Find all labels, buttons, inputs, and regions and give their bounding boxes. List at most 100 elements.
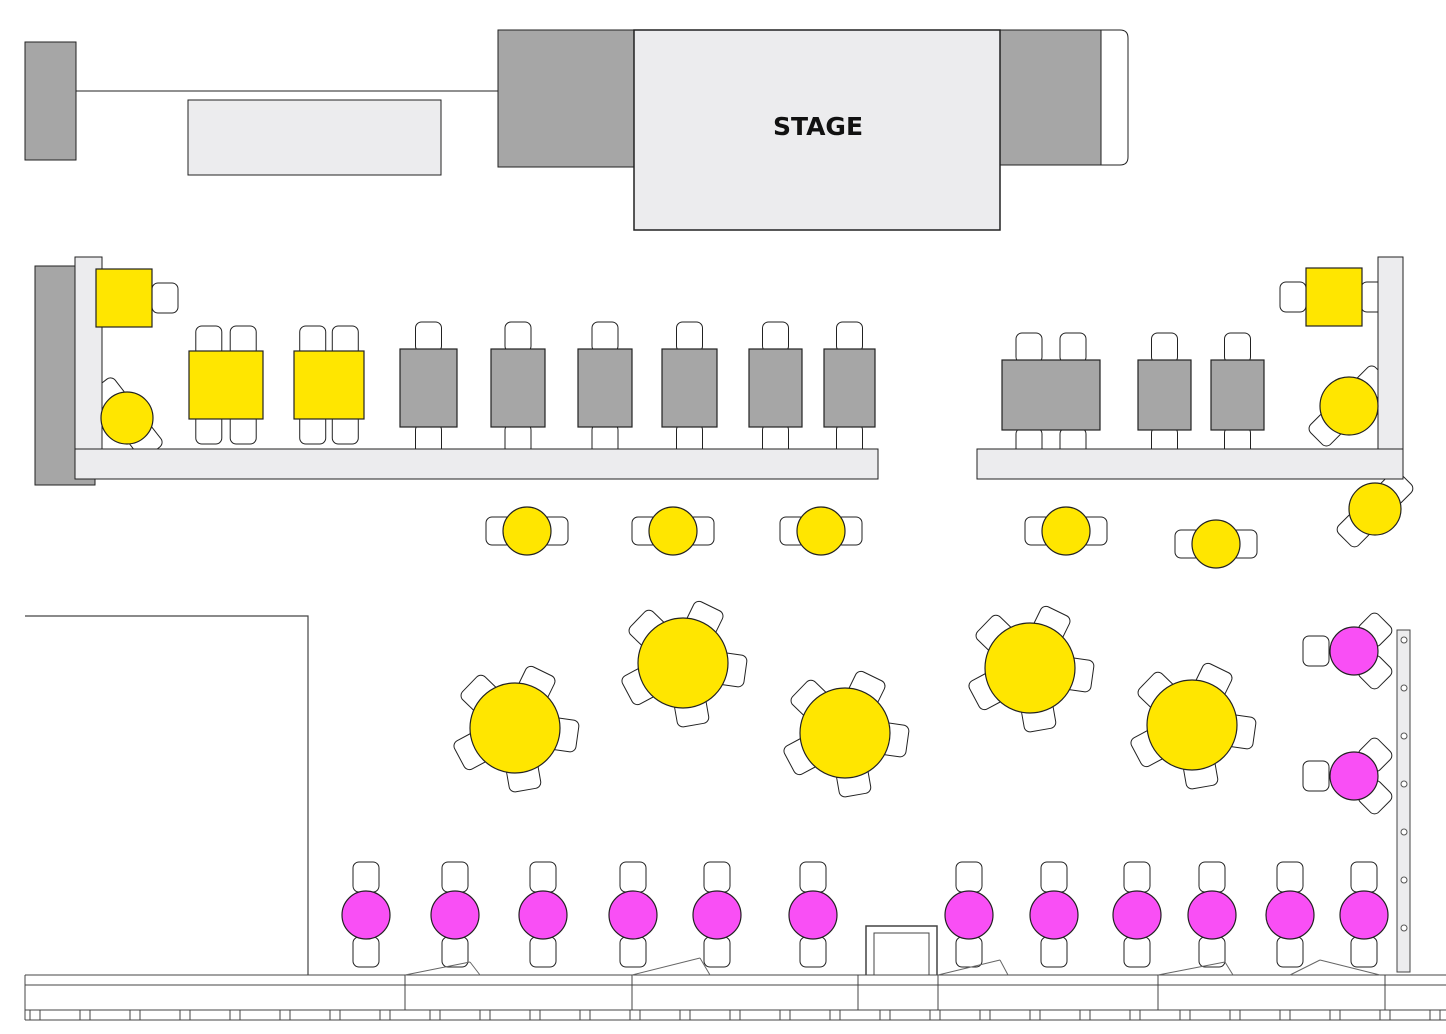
wall-stud <box>1400 732 1408 740</box>
rect-table-gray <box>577 348 633 428</box>
wall-stud <box>1029 1009 1041 1021</box>
square-table-yellow <box>95 268 153 328</box>
chair <box>1198 861 1226 893</box>
wall-stud <box>979 1009 991 1021</box>
round-table-yellow-small <box>100 391 154 445</box>
square-table-yellow <box>293 350 365 420</box>
wall-stud <box>679 1009 691 1021</box>
round-table-pink <box>788 890 838 940</box>
chair <box>619 861 647 893</box>
round-table-pink <box>1029 890 1079 940</box>
chair <box>1040 861 1068 893</box>
bar-counter <box>187 99 442 176</box>
rect-table-gray <box>490 348 546 428</box>
tables-layer <box>95 267 1402 940</box>
wall-stud <box>379 1009 391 1021</box>
chair <box>619 936 647 968</box>
chair <box>955 861 983 893</box>
chair <box>352 936 380 968</box>
rect-table-gray <box>1001 359 1101 431</box>
wall-stud <box>1400 924 1408 932</box>
chair <box>1151 332 1178 364</box>
wall-stud <box>929 1009 941 1021</box>
round-table-pink <box>608 890 658 940</box>
stage <box>633 29 1001 231</box>
round-table-yellow-large <box>1146 679 1238 771</box>
round-table-pink <box>1329 751 1379 801</box>
rect-table-gray <box>1137 359 1192 431</box>
round-table-pink <box>1339 890 1389 940</box>
entrance-outer <box>865 925 938 975</box>
round-table-yellow-small <box>1191 519 1241 569</box>
chair <box>703 936 731 968</box>
side-room-outline <box>25 615 309 975</box>
round-table-yellow-large <box>799 687 891 779</box>
wall-stud <box>729 1009 741 1021</box>
gray-block-top-left <box>24 41 77 161</box>
chair <box>1123 936 1151 968</box>
stage-edge-right <box>1100 29 1129 166</box>
round-table-yellow-small <box>648 506 698 556</box>
wall-stud <box>1129 1009 1141 1021</box>
rect-table-gray <box>748 348 803 428</box>
chair <box>1350 936 1378 968</box>
chair <box>441 861 469 893</box>
round-table-yellow-small <box>1319 376 1379 436</box>
entrance-inner <box>873 932 930 975</box>
chair <box>591 321 619 353</box>
chair <box>1015 332 1043 364</box>
round-table-pink <box>430 890 480 940</box>
wall-stud <box>1079 1009 1091 1021</box>
chair <box>504 321 532 353</box>
wall-stud <box>1179 1009 1191 1021</box>
wall-stud <box>1400 828 1408 836</box>
wall-stud <box>1229 1009 1241 1021</box>
bench-left-horizontal <box>74 448 879 480</box>
wall-stud <box>479 1009 491 1021</box>
chair <box>836 321 863 353</box>
wall-stud <box>279 1009 291 1021</box>
wall-stud <box>1279 1009 1291 1021</box>
rect-table-gray <box>399 348 458 428</box>
round-table-pink <box>944 890 994 940</box>
chair <box>955 936 983 968</box>
round-table-pink <box>692 890 742 940</box>
window-marks <box>404 957 1381 976</box>
round-table-pink <box>1265 890 1315 940</box>
chair <box>799 936 827 968</box>
wall-stud <box>329 1009 341 1021</box>
stage-wing-right <box>999 29 1102 166</box>
wall-stud <box>1329 1009 1341 1021</box>
wall-studs <box>29 636 1441 1021</box>
chair <box>529 861 557 893</box>
round-table-yellow-small <box>796 506 846 556</box>
chair <box>1040 936 1068 968</box>
chair <box>1279 281 1307 313</box>
wall-stud <box>779 1009 791 1021</box>
rect-table-gray <box>661 348 718 428</box>
wall-stud <box>879 1009 891 1021</box>
chair <box>1276 861 1304 893</box>
round-table-yellow-large <box>984 622 1076 714</box>
chair <box>676 321 703 353</box>
round-table-yellow-small <box>1041 506 1091 556</box>
chair <box>1302 760 1330 792</box>
chair <box>1350 861 1378 893</box>
wall-stud <box>129 1009 141 1021</box>
round-table-pink <box>1187 890 1237 940</box>
chair <box>799 861 827 893</box>
wall-stud <box>629 1009 641 1021</box>
round-table-yellow-large <box>469 682 561 774</box>
wall-stud <box>1379 1009 1391 1021</box>
square-table-yellow <box>188 350 264 420</box>
stage-label: STAGE <box>773 112 863 141</box>
wall-stud <box>1400 876 1408 884</box>
round-table-pink <box>1329 626 1379 676</box>
round-table-pink <box>1112 890 1162 940</box>
wall-stud <box>229 1009 241 1021</box>
wall-stud <box>179 1009 191 1021</box>
rect-table-gray <box>823 348 876 428</box>
chair <box>1302 635 1330 667</box>
chair <box>352 861 380 893</box>
